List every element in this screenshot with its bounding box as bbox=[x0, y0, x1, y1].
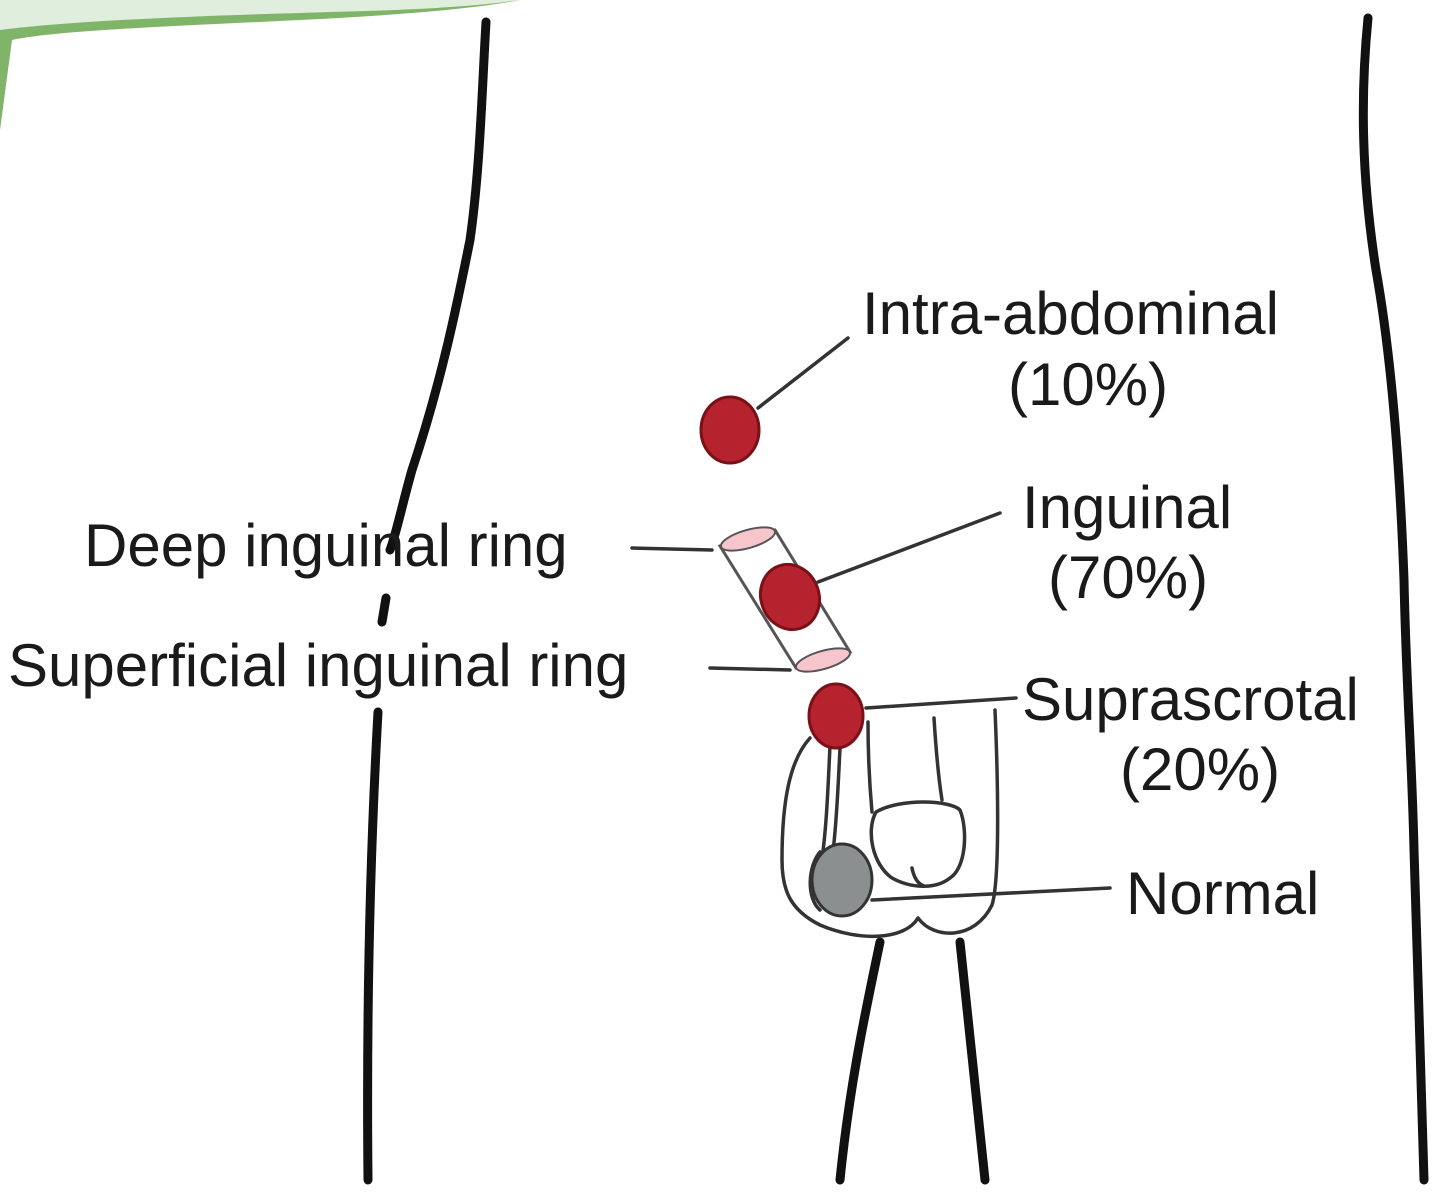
intra-abdominal-percent: (10%) bbox=[1008, 351, 1168, 418]
right-leg-contour bbox=[955, 937, 990, 1185]
right-spermatic-cord-2 bbox=[932, 716, 944, 802]
normal-testis bbox=[808, 842, 874, 918]
intra-abdominal-label: Intra-abdominal bbox=[862, 280, 1279, 347]
intra-abdominal-testis bbox=[699, 395, 761, 465]
corner-decoration bbox=[0, 0, 520, 130]
left-body-contour-bottom bbox=[363, 707, 383, 1185]
undescended-testes bbox=[699, 395, 865, 750]
deep-ring-leader bbox=[630, 546, 714, 552]
intra-abdominal-leader bbox=[756, 336, 850, 410]
superficial-ring-ellipse bbox=[794, 647, 852, 673]
suprascrotal-leader bbox=[864, 696, 1018, 710]
testis-crease bbox=[910, 866, 926, 888]
normal-leader bbox=[870, 886, 1112, 902]
right-body-contour bbox=[1358, 13, 1429, 1185]
body-outline bbox=[363, 13, 1429, 1185]
superficial-ring-label: Superficial inguinal ring bbox=[8, 632, 628, 699]
normal-label: Normal bbox=[1126, 860, 1319, 927]
normal-testis-shape bbox=[810, 842, 874, 918]
suprascrotal-percent: (20%) bbox=[1120, 736, 1280, 803]
deep-ring-ellipse bbox=[719, 526, 777, 552]
right-spermatic-cord bbox=[866, 720, 874, 814]
left-body-contour-lower bbox=[377, 593, 391, 627]
scrotum bbox=[780, 708, 1000, 939]
inguinal-testis bbox=[759, 562, 821, 632]
inguinal-label: Inguinal bbox=[1022, 474, 1232, 541]
epididymis bbox=[808, 850, 822, 912]
scrotum-outline bbox=[780, 708, 1000, 939]
deep-ring-label: Deep inguinal ring bbox=[84, 512, 568, 579]
left-body-contour bbox=[385, 17, 491, 555]
inguinal-percent: (70%) bbox=[1048, 544, 1208, 611]
superficial-ring-leader bbox=[708, 666, 792, 672]
left-leg-contour bbox=[835, 937, 885, 1185]
normal-right-testis bbox=[869, 800, 967, 888]
leader-lines bbox=[630, 336, 1112, 902]
labels: Intra-abdominal (10%) Inguinal (70%) Sup… bbox=[8, 280, 1359, 927]
suprascrotal-label: Suprascrotal bbox=[1022, 666, 1359, 733]
suprascrotal-testis bbox=[807, 682, 865, 750]
inguinal-leader bbox=[816, 511, 1002, 584]
